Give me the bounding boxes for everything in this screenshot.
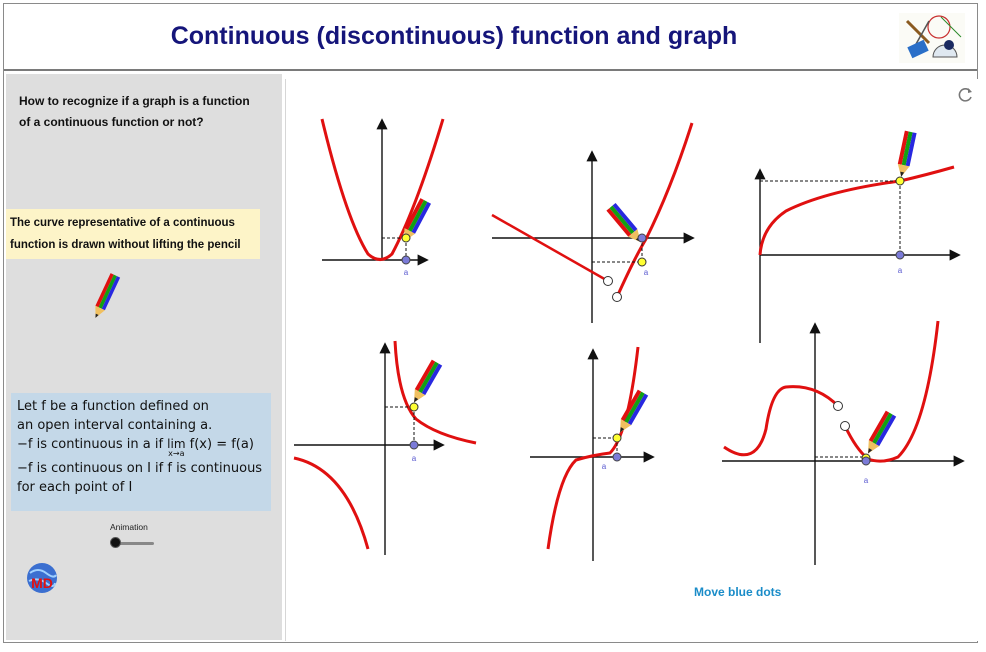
yellow-point (637, 257, 647, 267)
limit-subscript: x→a (168, 449, 185, 458)
slider-track[interactable] (114, 542, 154, 545)
blue-dot[interactable] (637, 233, 647, 243)
yellow-point (612, 433, 622, 443)
md-badge-icon: MD (27, 563, 57, 593)
definition-box: Let f be a function defined on an open i… (11, 393, 271, 511)
graph-cubic: a (530, 346, 655, 561)
pencil-icon (408, 359, 443, 406)
animation-slider[interactable] (110, 536, 156, 550)
yellow-point (409, 402, 419, 412)
blue-dot[interactable] (861, 456, 871, 466)
point-label: a (404, 268, 409, 277)
limit-word: lim (167, 437, 186, 451)
pencil-icon (95, 273, 121, 318)
definition-line-3-pre: −f is continuous in a if (17, 437, 168, 452)
question-line-2: of a continuous function or not? (19, 115, 204, 129)
blue-dot[interactable] (612, 452, 622, 462)
graph-parabola: a (320, 118, 445, 277)
point-label: a (412, 454, 417, 463)
definition-line-1: Let f be a function defined on (17, 399, 209, 414)
blue-dot[interactable] (409, 440, 419, 450)
slider-knob[interactable] (110, 537, 121, 548)
reset-icon[interactable] (956, 86, 974, 104)
graph-hyperbola: a (293, 340, 477, 555)
question-line-1: How to recognize if a graph is a functio… (19, 94, 250, 108)
page-title: Continuous (discontinuous) function and … (170, 22, 738, 50)
continuity-note: The curve representative of a continuous… (6, 209, 260, 259)
blue-dot[interactable] (401, 255, 411, 265)
move-blue-dots-hint: Move blue dots (694, 585, 782, 599)
graph-panel: a a (285, 79, 978, 641)
yellow-point (401, 233, 411, 243)
point-label: a (644, 268, 649, 277)
graph-discontinuous: a (722, 320, 965, 565)
sidebar-panel: How to recognize if a graph is a functio… (6, 74, 282, 640)
note-line-1: The curve representative of a continuous (10, 217, 235, 229)
point-label: a (898, 266, 903, 275)
definition-line-5: for each point of I (17, 480, 133, 495)
header: Continuous (discontinuous) function and … (4, 4, 977, 71)
question-text: How to recognize if a graph is a functio… (19, 91, 269, 133)
blue-dot[interactable] (895, 250, 905, 260)
graph-sqrt: a (754, 130, 961, 343)
badge-text: MD (31, 575, 53, 591)
definition-line-2: an open interval containing a. (17, 418, 213, 433)
definition-line-4: −f is continuous on I if f is continuous (17, 461, 263, 476)
yellow-point (895, 176, 905, 186)
definition-line-3-post: f(x) = f(a) (185, 437, 254, 452)
applet-frame: Continuous (discontinuous) function and … (3, 3, 978, 643)
note-line-2: function is drawn without lifting the pe… (10, 239, 241, 251)
point-label: a (602, 462, 607, 471)
animation-label: Animation (110, 522, 148, 532)
graph-jump: a (491, 122, 695, 323)
graphs-canvas: a a (293, 118, 965, 565)
point-label: a (864, 476, 869, 485)
pencil-icon (862, 410, 897, 457)
geometry-tools-logo-icon (899, 13, 965, 63)
pencil-icon (895, 130, 917, 179)
